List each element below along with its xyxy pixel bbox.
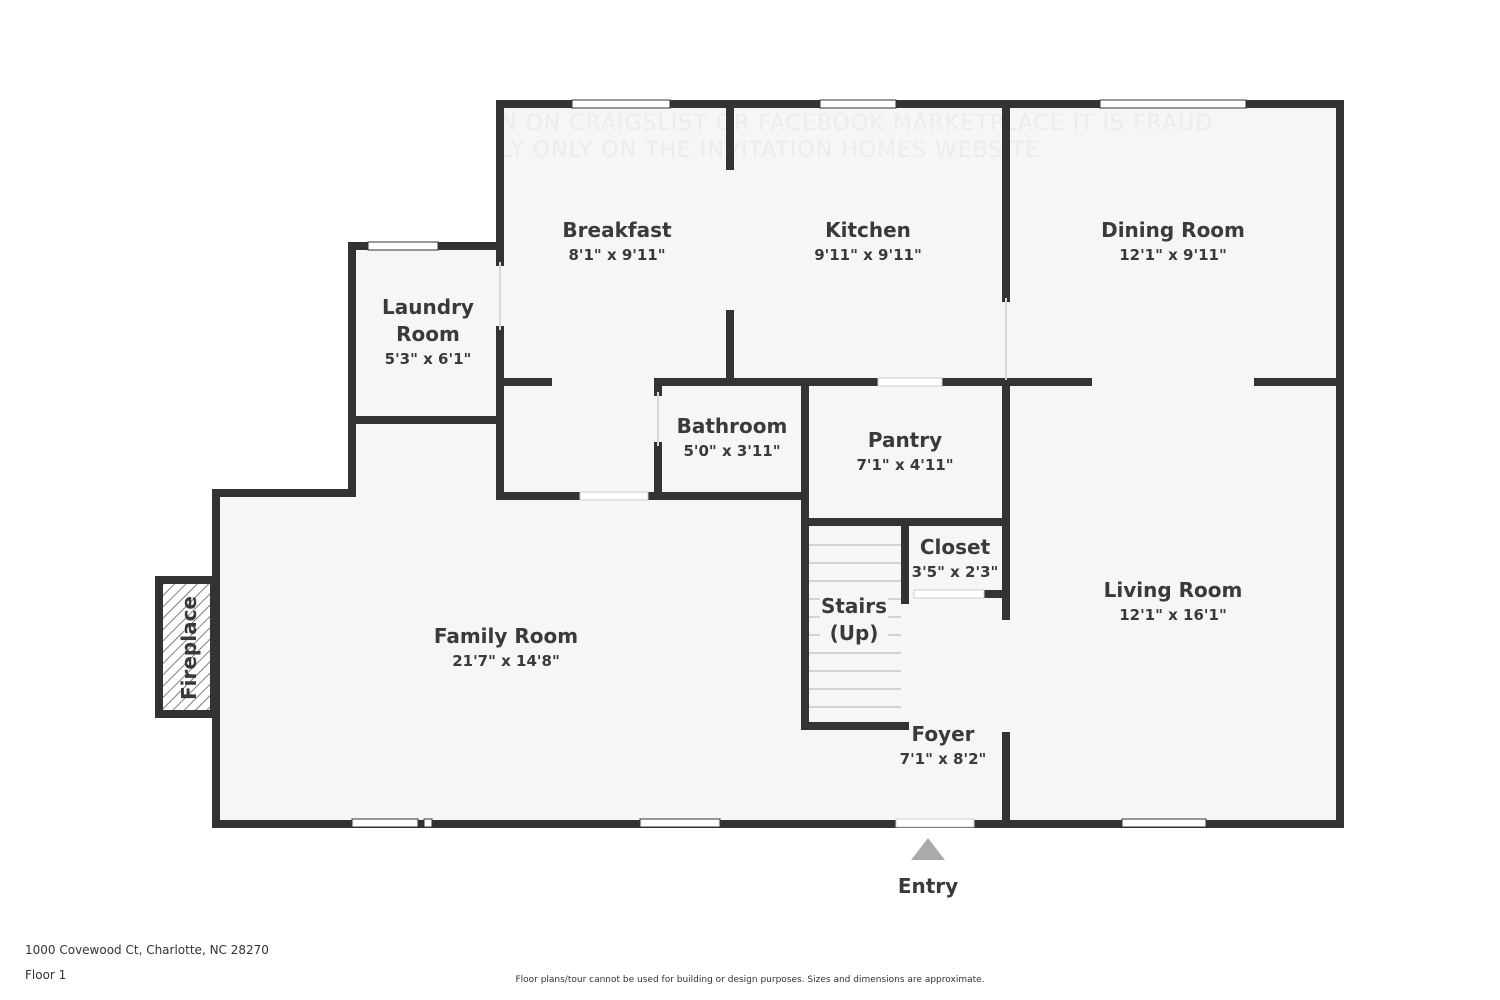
window: [819, 99, 897, 109]
door-opening: [579, 491, 649, 501]
room-living: Living Room 12'1" x 16'1": [1104, 578, 1243, 624]
room-name-line-1: Laundry: [382, 295, 474, 319]
room-name: Breakfast: [562, 218, 672, 242]
room-name: Pantry: [868, 428, 942, 452]
windows: [351, 99, 1247, 828]
room-breakfast: Breakfast 8'1" x 9'11": [562, 218, 672, 264]
room-name-line-2: (Up): [830, 621, 879, 645]
room-name: Dining Room: [1101, 218, 1245, 242]
room-bathroom: Bathroom 5'0" x 3'11": [677, 414, 788, 460]
room-foyer: Foyer 7'1" x 8'2": [900, 722, 987, 768]
room-name-line-1: Stairs: [821, 594, 887, 618]
fireplace-label: Fireplace: [177, 596, 201, 700]
room-laundry: Laundry Room 5'3" x 6'1": [382, 295, 474, 368]
room-family: Family Room 21'7" x 14'8": [434, 624, 578, 670]
room-closet: Closet 3'5" x 2'3": [912, 535, 999, 581]
room-dining: Dining Room 12'1" x 9'11": [1101, 218, 1245, 264]
window: [571, 99, 671, 109]
room-stairs: Stairs (Up): [820, 594, 888, 648]
room-dimensions: 21'7" x 14'8": [452, 652, 560, 670]
floor-label: Floor 1: [25, 968, 67, 982]
room-name: Closet: [920, 535, 991, 559]
property-address: 1000 Covewood Ct, Charlotte, NC 28270: [25, 943, 269, 957]
room-dimensions: 5'0" x 3'11": [683, 442, 780, 460]
room-name: Living Room: [1104, 578, 1243, 602]
thin-partitions: [499, 262, 1007, 446]
disclaimer: Floor plans/tour cannot be used for buil…: [515, 975, 985, 985]
door-opening: [913, 589, 985, 599]
door-opening: [877, 377, 943, 387]
room-dimensions: 9'11" x 9'11": [814, 246, 922, 264]
room-dimensions: 5'3" x 6'1": [385, 350, 472, 368]
entry-label: Entry: [898, 874, 958, 898]
room-name: Bathroom: [677, 414, 788, 438]
room-dimensions: 8'1" x 9'11": [568, 246, 665, 264]
room-name: Foyer: [911, 722, 974, 746]
entry-door: [895, 818, 975, 828]
room-name-line-2: Room: [396, 322, 460, 346]
room-dimensions: 12'1" x 16'1": [1119, 606, 1227, 624]
window: [1121, 818, 1207, 828]
room-name: Family Room: [434, 624, 578, 648]
window: [1099, 99, 1247, 109]
room-dimensions: 7'1" x 4'11": [856, 456, 953, 474]
fireplace: Fireplace: [155, 576, 218, 718]
openings: [579, 377, 985, 828]
room-dimensions: 12'1" x 9'11": [1119, 246, 1227, 264]
room-pantry: Pantry 7'1" x 4'11": [856, 428, 953, 474]
entry-arrow-icon: [911, 838, 945, 860]
floor-area: [216, 104, 1340, 824]
room-dimensions: 7'1" x 8'2": [900, 750, 987, 768]
window: [351, 818, 419, 828]
window: [639, 818, 721, 828]
window: [367, 241, 439, 251]
room-name: Kitchen: [825, 218, 911, 242]
watermark-line-2: LY ONLY ON THE INVITATION HOMES WEBSITE: [500, 138, 1040, 163]
room-dimensions: 3'5" x 2'3": [912, 563, 999, 581]
window: [423, 818, 433, 828]
room-kitchen: Kitchen 9'11" x 9'11": [814, 218, 922, 264]
watermark-line-1: N ON CRAIGSLIST OR FACEBOOK MARKETPLACE …: [500, 111, 1213, 136]
